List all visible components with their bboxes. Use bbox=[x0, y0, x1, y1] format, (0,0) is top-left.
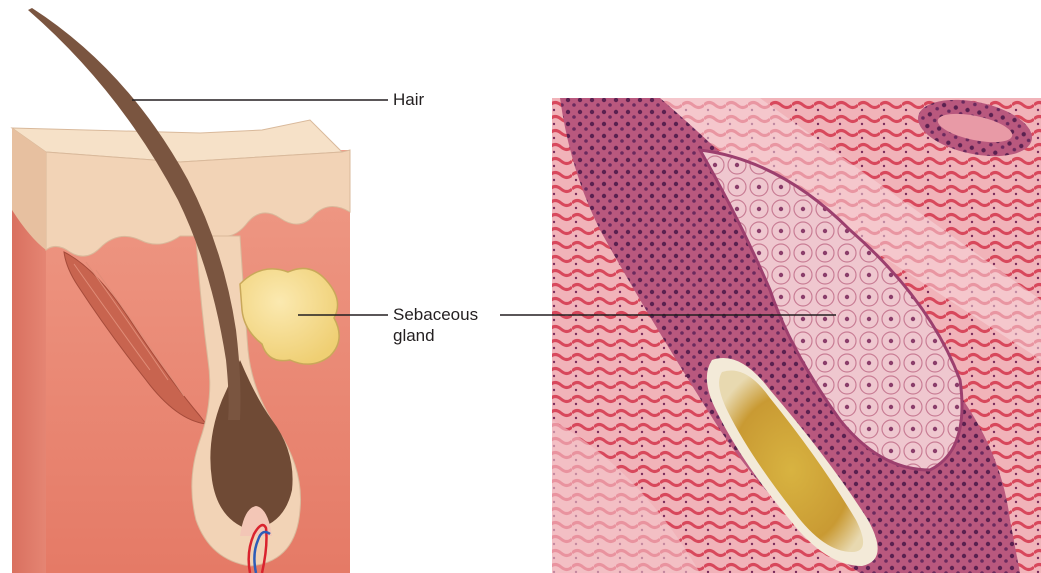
skin-block-illustration bbox=[12, 8, 350, 573]
hair-label: Hair bbox=[393, 90, 424, 110]
sebaceous-gland-label-line2: gland bbox=[393, 326, 435, 346]
sebaceous-gland-label-line1: Sebaceous bbox=[393, 305, 478, 325]
histology-micrograph bbox=[552, 91, 1041, 573]
